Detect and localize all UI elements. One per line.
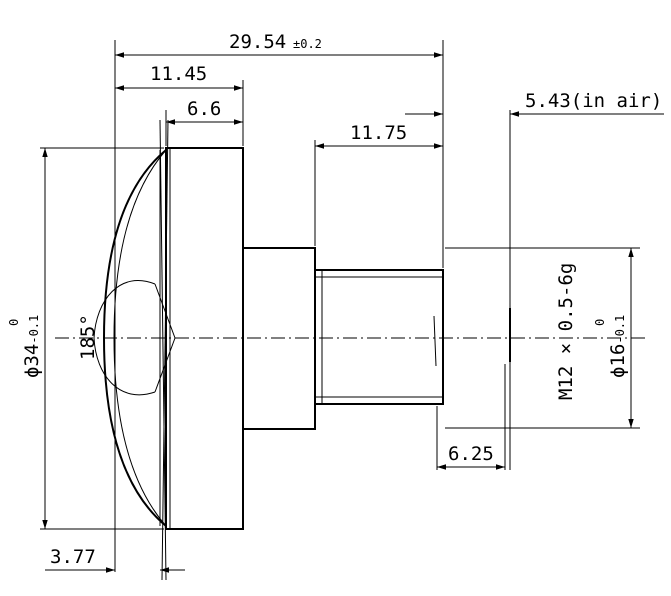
- svg-text:ϕ34-0.1: ϕ34-0.1: [21, 315, 43, 378]
- thread-spec-annotation: M12 × 0.5-6g: [555, 263, 577, 400]
- field-angle-text: 185°: [77, 314, 99, 360]
- back-focal-label: 5.43(in air): [525, 90, 662, 112]
- front-to-flange-label: 11.45: [150, 63, 207, 85]
- outer-diameter-upper: 0: [7, 319, 21, 326]
- outer-diameter-tolerance: -0.1: [27, 315, 41, 344]
- dim-flange-thickness: 6.6: [166, 98, 243, 125]
- field-angle-label: 185°: [77, 314, 99, 360]
- dim-back-focal: 5.43(in air): [405, 90, 664, 117]
- extension-lines: [40, 40, 640, 572]
- outer-diameter-prefix: ϕ: [21, 367, 43, 378]
- inner-diameter-tolerance: -0.1: [613, 315, 627, 344]
- dim-front-to-flange: 11.45: [115, 63, 243, 91]
- outer-diameter-value: 34: [21, 344, 43, 367]
- flange-thickness-label: 6.6: [187, 98, 221, 120]
- inner-diameter-upper: 0: [593, 319, 607, 326]
- dim-front-offset: 3.77: [45, 546, 185, 573]
- thread: [314, 269, 444, 405]
- overall-length-label: 29.54: [229, 31, 286, 53]
- field-angle-annotation: [93, 119, 176, 581]
- overall-tolerance-label: ±0.2: [293, 37, 322, 51]
- inner-diameter-value: 16: [607, 344, 629, 367]
- dim-overall-length: 29.54 ±0.2: [115, 31, 443, 58]
- dim-barrel-length: 11.75: [315, 122, 443, 149]
- thread-spec-label: M12 × 0.5-6g: [555, 263, 577, 400]
- thread-length-label: 6.25: [448, 443, 494, 465]
- inner-diameter-prefix: ϕ: [607, 367, 629, 378]
- svg-text:ϕ16-0.1: ϕ16-0.1: [607, 315, 629, 378]
- dim-outer-diameter: ϕ34-0.1 0: [7, 148, 48, 529]
- dim-thread-length: 6.25: [437, 443, 505, 470]
- front-offset-label: 3.77: [50, 546, 96, 568]
- barrel-length-label: 11.75: [350, 122, 407, 144]
- dim-inner-diameter: ϕ16-0.1 0: [593, 248, 634, 428]
